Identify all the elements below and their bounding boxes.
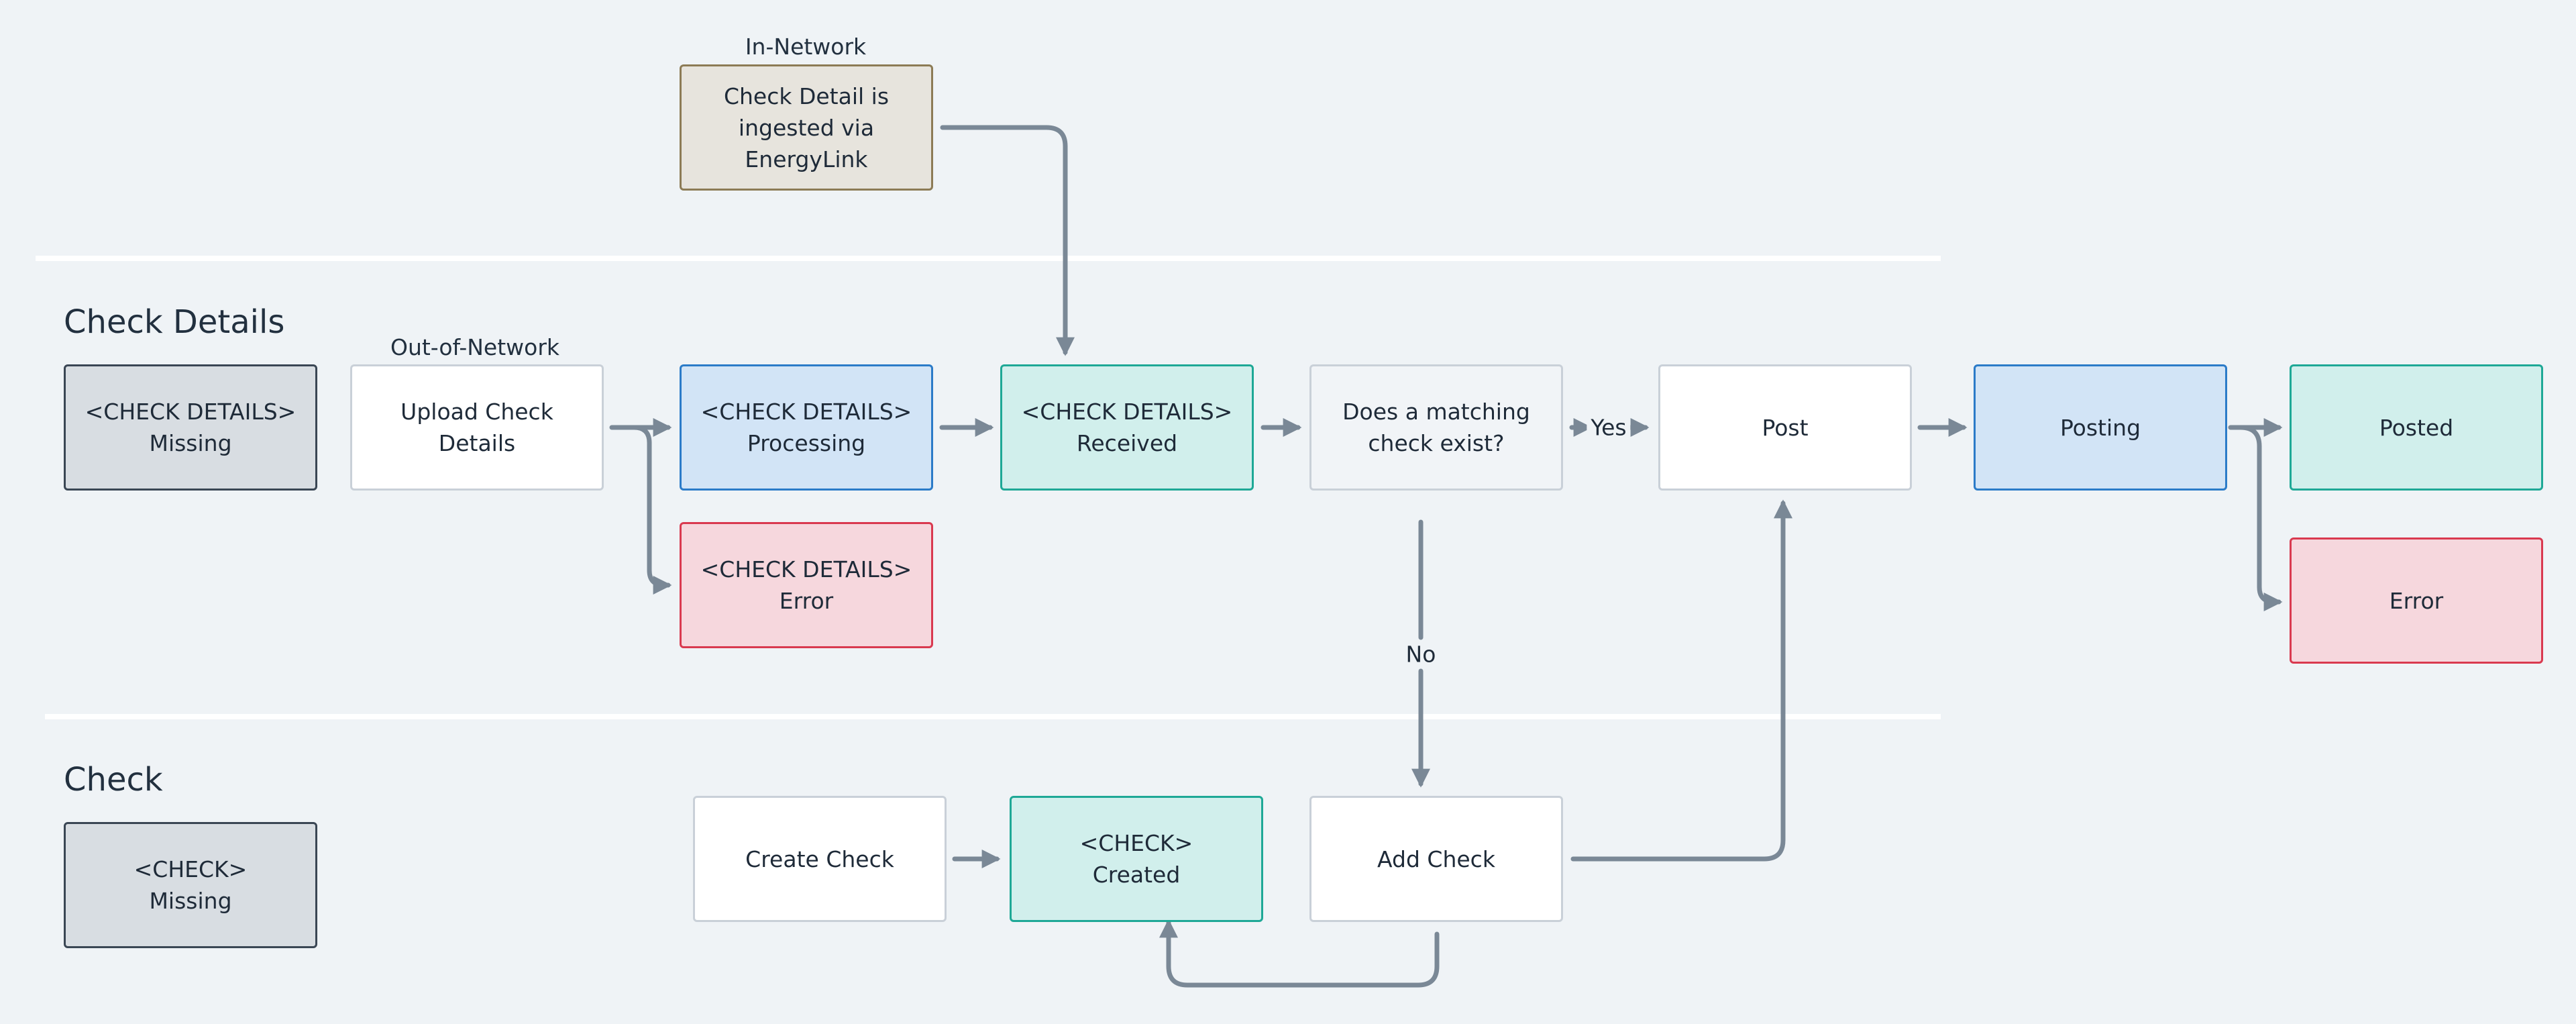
node-check-details-processing[interactable]: <CHECK DETAILS> Processing — [680, 364, 933, 491]
node-create-check[interactable]: Create Check — [693, 796, 947, 922]
edge-label-yes: Yes — [1587, 413, 1631, 442]
edge-upload-to-cd-error — [631, 425, 672, 595]
node-check-details-missing[interactable]: <CHECK DETAILS> Missing — [64, 364, 317, 491]
edge-label-no: No — [1401, 639, 1440, 669]
node-add-check[interactable]: Add Check — [1309, 796, 1563, 922]
caption-in-network: In-Network — [745, 34, 867, 60]
edge-add-check-to-post — [1570, 499, 1792, 862]
caption-out-of-network: Out-of-Network — [390, 334, 560, 360]
lane-title-check: Check — [64, 761, 163, 799]
node-check-details-received[interactable]: <CHECK DETAILS> Received — [1000, 364, 1254, 491]
edge-add-check-to-created — [1159, 919, 1440, 988]
node-check-missing[interactable]: <CHECK> Missing — [64, 822, 317, 948]
node-posted[interactable]: Posted — [2290, 364, 2543, 491]
edge-posting-to-error — [2238, 425, 2283, 611]
node-error[interactable]: Error — [2290, 537, 2543, 664]
node-check-details-error[interactable]: <CHECK DETAILS> Error — [680, 522, 933, 648]
edge-ingested-to-received — [940, 125, 1075, 356]
node-matching-check-decision[interactable]: Does a matching check exist? — [1309, 364, 1563, 491]
node-check-created[interactable]: <CHECK> Created — [1010, 796, 1263, 922]
node-posting[interactable]: Posting — [1974, 364, 2227, 491]
node-upload-check-details[interactable]: Upload Check Details — [350, 364, 604, 491]
node-ingested-via-energylink[interactable]: Check Detail is ingested via EnergyLink — [680, 64, 933, 191]
node-post[interactable]: Post — [1658, 364, 1912, 491]
lane-title-check-details: Check Details — [64, 303, 285, 341]
